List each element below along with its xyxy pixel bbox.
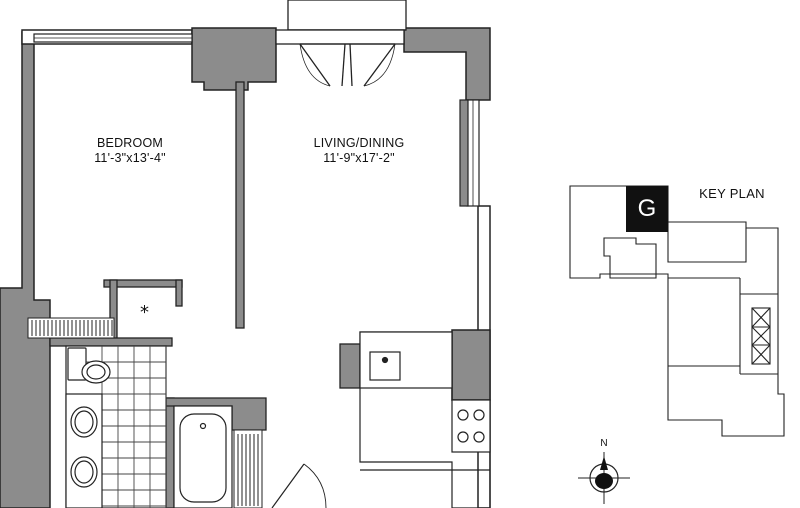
bathroom-door <box>271 463 327 508</box>
living-dining-name: LIVING/DINING <box>314 136 405 150</box>
corner-column <box>403 27 491 101</box>
bedroom-dimensions: 11'-3"x13'-4" <box>94 151 166 165</box>
north-arrow-icon: N <box>578 438 630 504</box>
structural-column <box>191 27 277 91</box>
bathroom-top-wall <box>49 337 173 347</box>
bathroom-right-wall <box>165 397 175 508</box>
double-vanity <box>65 393 103 508</box>
toilet <box>67 347 111 384</box>
key-plan-title: KEY PLAN <box>699 186 765 201</box>
radiator-grille <box>27 317 115 339</box>
left-exterior-wall <box>0 31 51 508</box>
key-plan <box>569 185 785 437</box>
grille-lines <box>31 320 113 336</box>
key-plan-core <box>751 307 771 365</box>
kitchen-counter <box>359 331 491 508</box>
bath-grille <box>233 429 263 508</box>
unit-letter: G <box>638 195 657 222</box>
burner <box>457 409 469 421</box>
living-dining-dimensions: 11'-9"x17'-2" <box>323 151 395 165</box>
burner <box>457 431 469 443</box>
bedroom-name: BEDROOM <box>97 136 163 150</box>
cooktop <box>451 399 491 453</box>
windows <box>33 33 480 207</box>
partition-wall <box>235 81 245 329</box>
closet-marker: * <box>140 302 149 323</box>
burner <box>473 431 485 443</box>
burner <box>473 409 485 421</box>
bathtub <box>173 405 233 508</box>
kitchen-stub-wall <box>339 343 361 389</box>
exterior-walls <box>0 27 491 508</box>
north-letter: N <box>600 438 607 449</box>
kitchen-sink <box>369 351 401 381</box>
key-plan-building-outline <box>569 185 785 437</box>
balcony-doors <box>275 0 407 87</box>
kitchen-column <box>451 329 491 401</box>
closet-right-wall <box>175 279 183 307</box>
